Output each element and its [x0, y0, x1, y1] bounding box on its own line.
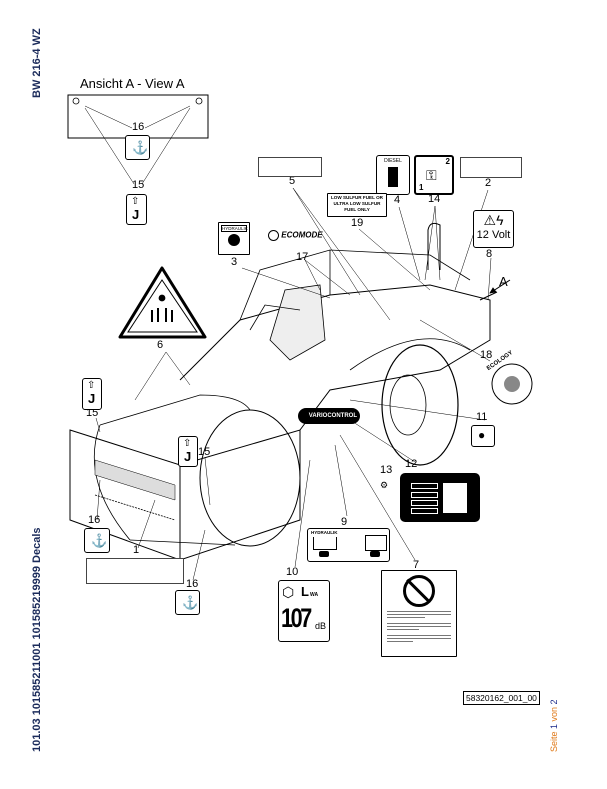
decal-10-sound-level: ⬡ L WA 107 dB — [278, 580, 330, 642]
warning-text-lines — [387, 611, 451, 642]
decal-16-lashing: ⚓ — [125, 135, 150, 160]
decal-15-lifting: ⇧J — [178, 436, 198, 467]
tank-icon — [313, 537, 337, 550]
low-sulfur-text: LOW SULFUR FUEL OR ULTRA LOW SULFUR FUEL… — [331, 195, 383, 212]
view-arrow-label: A — [499, 274, 508, 289]
callout-10: 10 — [286, 566, 299, 578]
callout-15: 15 — [86, 407, 99, 419]
tank-icon — [365, 535, 387, 551]
sight-glass-icon — [370, 551, 380, 557]
callout-4: 4 — [394, 194, 401, 206]
lashing-icon: ⚓ — [182, 595, 199, 610]
hydraulik-level-text: HYDRAULIK — [311, 530, 338, 535]
arrow-up-icon: ⇧ — [131, 196, 140, 207]
hydraulik-text: HYDRAULIK — [221, 225, 248, 232]
callout-16: 16 — [132, 121, 145, 133]
decal-8-12-volt: ⚠ϟ 12 Volt — [473, 210, 514, 248]
decal-16-lashing: ⚓ — [175, 590, 200, 615]
volt-text: 12 Volt — [476, 229, 511, 241]
callout-17: 17 — [296, 251, 309, 263]
callout-13: 13 — [380, 464, 393, 476]
lwa-sub: WA — [310, 592, 319, 598]
callout-14: 14 — [428, 193, 441, 205]
db-unit: dB — [314, 621, 326, 631]
plate-field — [411, 508, 438, 514]
decal-15-lifting: ⇧J — [126, 194, 147, 225]
arrow-up-icon: ⇧ — [87, 380, 96, 391]
blank-decal-1 — [86, 558, 184, 584]
blank-decal-5 — [258, 157, 322, 177]
callout-1: 1 — [133, 544, 140, 556]
callout-16: 16 — [186, 578, 199, 590]
decal-17-ecomode: ECOMODE — [268, 230, 323, 241]
lashing-icon: ⚓ — [132, 140, 149, 155]
hook-icon: J — [184, 449, 192, 464]
decal-hydraulic-oil: HYDRAULIK — [218, 222, 250, 255]
decal-16-lashing: ⚓ — [84, 528, 110, 553]
callout-12: 12 — [405, 458, 418, 470]
view-a-title: Ansicht A - View A — [80, 76, 185, 91]
callout-11: 11 — [476, 411, 488, 423]
callout-8: 8 — [486, 248, 493, 260]
callout-3: 3 — [231, 256, 238, 268]
tire-pressure-icon: ● — [478, 428, 486, 442]
arrow-up-icon: ⇧ — [183, 438, 192, 449]
oil-drop-icon — [228, 234, 240, 246]
plate-field — [411, 483, 438, 489]
warning-electric-icon: ⚠ϟ — [483, 212, 504, 228]
ecomode-text: ECOMODE — [281, 230, 323, 240]
decal-4-diesel: DIESEL — [376, 155, 410, 195]
callout-15: 15 — [198, 446, 211, 458]
decal-19-low-sulfur: LOW SULFUR FUEL OR ULTRA LOW SULFUR FUEL… — [327, 193, 387, 217]
step-2: 2 — [445, 157, 450, 166]
blank-decal-2 — [460, 157, 522, 178]
step-1: 1 — [419, 183, 424, 192]
plate-field — [411, 500, 438, 506]
ecomode-icon — [268, 230, 279, 241]
db-value: 107 — [281, 603, 312, 633]
callout-18: 18 — [480, 349, 493, 361]
diesel-text: DIESEL — [384, 158, 402, 164]
decal-13-icon: ⚙ — [380, 480, 389, 490]
decal-variocontrol: VARIOCONTROL — [298, 408, 360, 424]
drawing-id: 58320162_001_00 — [463, 691, 540, 705]
hook-icon: J — [132, 207, 140, 222]
decal-7-no-cleaning — [381, 570, 457, 657]
decal-9-hydraulic-level: HYDRAULIK — [307, 528, 390, 562]
sight-glass-icon — [319, 551, 329, 557]
plate-info-block — [443, 483, 467, 513]
prohibition-icon — [403, 575, 435, 607]
fuel-pump-icon — [388, 167, 398, 187]
callout-16: 16 — [88, 514, 101, 526]
callout-6: 6 — [157, 339, 164, 351]
lwa-letter: L — [301, 584, 309, 599]
hook-icon: J — [88, 391, 96, 406]
decal-14-hood-lever: 2 1 ⚿ — [414, 155, 454, 195]
lashing-icon: ⚓ — [91, 533, 108, 548]
callout-19: 19 — [351, 217, 364, 229]
decal-15-lifting: ⇧J — [82, 378, 102, 410]
callout-5: 5 — [289, 175, 296, 187]
speaker-icon: ⬡ — [282, 584, 295, 600]
callout-9: 9 — [341, 516, 348, 528]
callout-15: 15 — [132, 179, 145, 191]
callout-7: 7 — [413, 559, 420, 571]
decal-12-type-plate — [400, 473, 480, 522]
lever-icon: ⚿ — [426, 167, 437, 183]
decal-11: ● — [471, 425, 495, 447]
callout-2: 2 — [485, 177, 492, 189]
plate-field — [411, 492, 438, 498]
